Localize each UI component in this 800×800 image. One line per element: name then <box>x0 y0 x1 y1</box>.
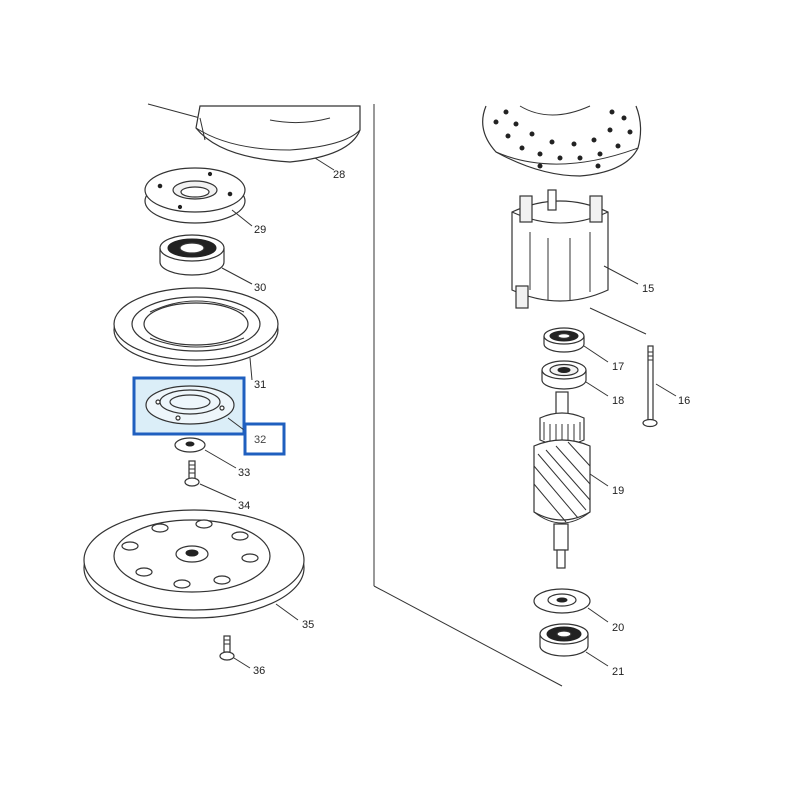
label-15: 15 <box>642 283 654 295</box>
part-31-ring[interactable] <box>113 287 279 381</box>
label-18: 18 <box>612 395 624 407</box>
label-34: 34 <box>238 500 250 512</box>
label-30: 30 <box>254 282 266 294</box>
part-34-screw[interactable] <box>184 460 237 501</box>
part-18-bearing[interactable] <box>541 360 609 397</box>
highlight-label-box <box>243 422 286 456</box>
part-35-pad[interactable] <box>83 509 305 621</box>
label-36: 36 <box>253 665 265 677</box>
part-19-armature[interactable] <box>533 391 609 569</box>
label-17: 17 <box>612 361 624 373</box>
label-29: 29 <box>254 224 266 236</box>
part-30-bearing[interactable] <box>159 234 253 285</box>
label-19: 19 <box>612 485 624 497</box>
part-17-bearing[interactable] <box>543 327 609 363</box>
label-28: 28 <box>333 169 345 181</box>
part-16-bolt[interactable] <box>642 345 677 428</box>
label-33: 33 <box>238 467 250 479</box>
part-29-retainer[interactable] <box>144 167 253 227</box>
label-21: 21 <box>612 666 624 678</box>
label-31: 31 <box>254 379 266 391</box>
label-16: 16 <box>678 395 690 407</box>
part-32-plate[interactable] <box>132 376 286 456</box>
fan-cover <box>482 105 642 177</box>
part-21-bearing[interactable] <box>539 623 609 667</box>
label-20: 20 <box>612 622 624 634</box>
section-divider <box>147 103 563 687</box>
part-20-washer[interactable] <box>533 588 609 623</box>
part-33-washer[interactable] <box>174 437 237 469</box>
label-32: 32 <box>254 434 266 446</box>
part-36-screw[interactable] <box>219 635 251 669</box>
part-28-housing[interactable] <box>195 105 361 171</box>
label-35: 35 <box>302 619 314 631</box>
part-15-stator[interactable] <box>511 189 647 335</box>
